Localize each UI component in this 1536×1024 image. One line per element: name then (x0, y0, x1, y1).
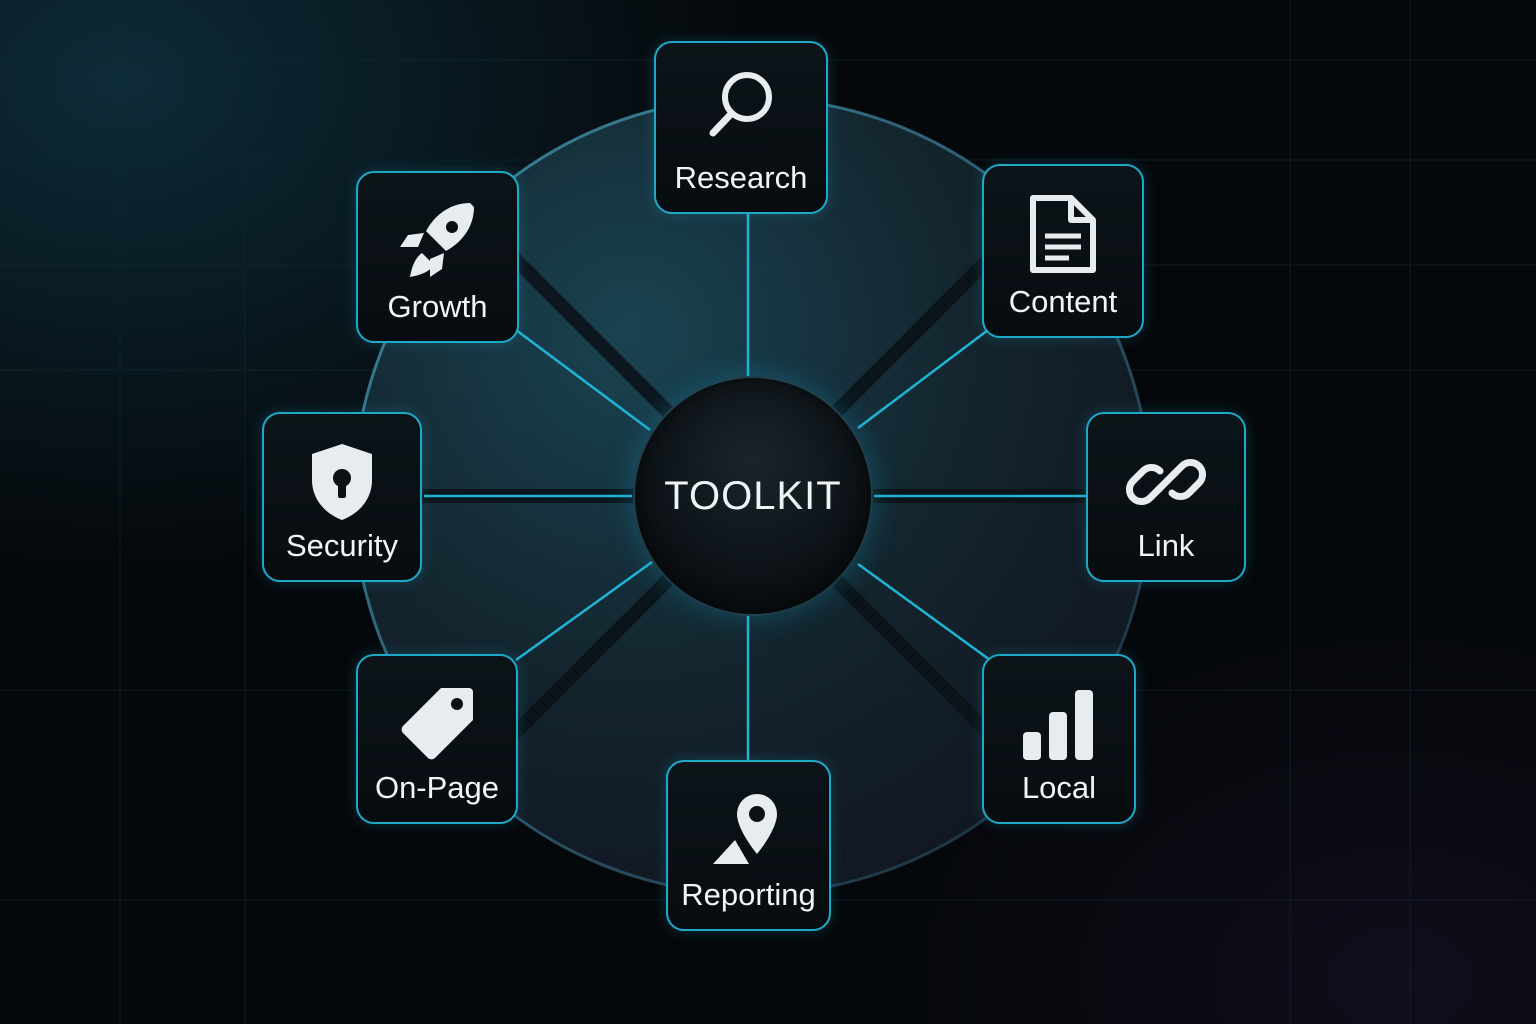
node-label: Link (1137, 528, 1195, 563)
node-research[interactable]: Research (654, 41, 828, 214)
map-pin-icon (668, 790, 829, 870)
node-label: Research (674, 160, 808, 195)
toolkit-hub[interactable]: TOOLKIT (633, 376, 873, 616)
node-label: Local (1021, 770, 1097, 805)
node-label: Security (286, 528, 398, 563)
hub-label: TOOLKIT (664, 473, 842, 518)
shield-lock-icon (264, 440, 420, 524)
magnifier-icon (656, 65, 826, 145)
node-content[interactable]: Content (982, 164, 1144, 338)
node-on-page[interactable]: On-Page (356, 654, 518, 824)
node-local[interactable]: Local (982, 654, 1136, 824)
connector-growth (515, 328, 651, 432)
node-link[interactable]: Link (1086, 412, 1246, 582)
node-label: Growth (387, 289, 488, 324)
connector-on-page (515, 560, 653, 662)
node-label: Content (1008, 284, 1118, 319)
chain-link-icon (1088, 442, 1244, 522)
bar-chart-icon (984, 686, 1134, 762)
rocket-icon (358, 197, 517, 283)
node-label: On-Page (374, 770, 500, 805)
node-label: Reporting (681, 877, 816, 912)
document-icon (984, 194, 1142, 274)
tag-icon (358, 684, 516, 764)
connector-local (857, 562, 991, 662)
connector-content (857, 329, 989, 429)
node-growth[interactable]: Growth (356, 171, 519, 343)
node-security[interactable]: Security (262, 412, 422, 582)
node-reporting[interactable]: Reporting (666, 760, 831, 931)
connector-lines (424, 214, 1088, 760)
